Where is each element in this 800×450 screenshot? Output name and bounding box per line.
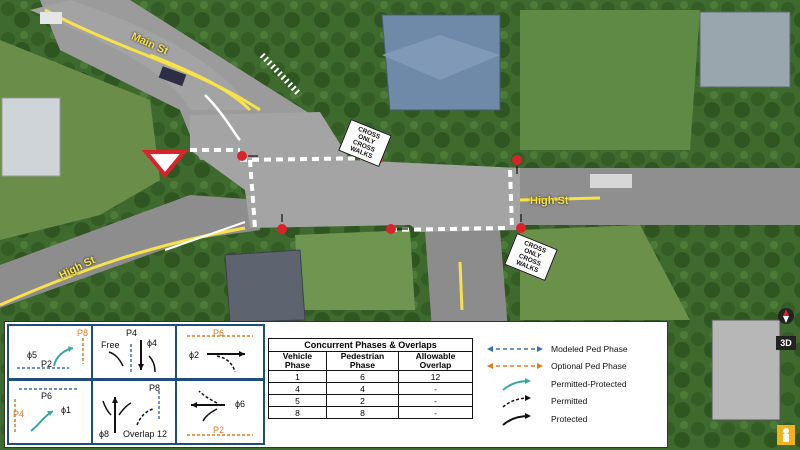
- phase-label: P2: [41, 359, 53, 369]
- street-label-high-st-east: High St: [530, 195, 569, 207]
- legend-curve-arrow-icon: [502, 413, 531, 426]
- table-cell: 6: [325, 370, 399, 383]
- legend-modeled-ped-phase: Modeled Ped Phase: [485, 342, 665, 358]
- table-row: 4 4 -: [268, 382, 474, 395]
- legend-permitted-protected: Permitted-Protected: [485, 377, 665, 393]
- crosswalks: [190, 148, 514, 232]
- table-title: Concurrent Phases & Overlaps: [268, 338, 473, 351]
- phase-label: P6: [41, 391, 53, 401]
- legend-curve-arrow-icon: [502, 378, 531, 391]
- concurrent-phases-table: Concurrent Phases & Overlaps Vehicle Pha…: [268, 338, 474, 419]
- phase-label: Free: [101, 340, 120, 350]
- phase-label: P8: [149, 383, 161, 393]
- legend-label: Optional Ped Phase: [551, 361, 627, 371]
- house-north-roof: [382, 35, 500, 80]
- legend-dashed-double-arrow-icon: [487, 363, 543, 369]
- legend-protected: Protected: [485, 412, 665, 428]
- phase-label: ϕ1: [61, 405, 72, 415]
- lawn-west: [0, 40, 160, 240]
- pegman-icon[interactable]: [777, 425, 795, 445]
- table-cell: 8: [268, 406, 327, 419]
- table-cell: 5: [268, 394, 327, 407]
- phase-movement-icon: [14, 388, 77, 433]
- legend-dashed-curve-arrow-icon: [502, 395, 531, 408]
- phase-label: P6: [213, 328, 225, 338]
- truck-east: [590, 174, 632, 188]
- phase-label: Overlap 12: [123, 429, 168, 439]
- ped-button: [516, 223, 526, 233]
- ped-button: [237, 151, 247, 161]
- lawn-north-east: [520, 10, 700, 150]
- legend-label: Protected: [551, 414, 588, 424]
- table-header: Allowable Overlap: [397, 351, 474, 371]
- view-3d-button[interactable]: 3D: [776, 336, 796, 350]
- phase-movement-icon: [17, 338, 84, 369]
- phase-diagram-phi1: P6 P4 ϕ1: [7, 379, 93, 445]
- table-cell: -: [397, 406, 474, 419]
- legend-label: Permitted: [551, 396, 588, 406]
- phase-diagram-phi6: ϕ6 P2: [175, 379, 265, 445]
- phase-label: ϕ2: [189, 350, 200, 360]
- table-header: Vehicle Phase: [268, 351, 327, 371]
- parked-car-2: [40, 12, 62, 24]
- table-cell: 12: [397, 370, 474, 383]
- legend-optional-ped-phase: Optional Ped Phase: [485, 359, 665, 375]
- table-cell: 2: [325, 394, 399, 407]
- phase-diagram-phi2: P6 ϕ2: [175, 324, 265, 380]
- phasing-panel: ϕ5 P8 P2 Free P4 ϕ4 P6: [4, 321, 668, 448]
- legend-permitted: Permitted: [485, 394, 665, 410]
- phase-label: ϕ5: [27, 350, 38, 360]
- phase-movement-icon: [108, 340, 156, 373]
- ped-button: [512, 155, 522, 165]
- table-cell: 4: [268, 382, 327, 395]
- phase-label: P8: [77, 328, 89, 338]
- building-west: [1, 97, 61, 177]
- phase-diagram-phi5: ϕ5 P8 P2: [7, 324, 93, 380]
- ped-button: [386, 224, 396, 234]
- table-row: 5 2 -: [268, 394, 474, 407]
- phase-label: P2: [213, 425, 225, 435]
- house-northeast: [699, 11, 791, 88]
- yield-sign-icon: [141, 150, 189, 179]
- ped-push-buttons: [237, 151, 526, 234]
- lane-line: [164, 221, 246, 251]
- road-main-curve: [30, 0, 250, 110]
- table-row: 8 8 -: [268, 406, 474, 419]
- road-east: [500, 168, 800, 225]
- phase-movement-icon: [102, 391, 160, 433]
- table-cell: 4: [325, 382, 399, 395]
- legend-dashed-double-arrow-icon: [487, 346, 543, 352]
- table-cell: -: [397, 394, 474, 407]
- phase-label: ϕ8: [99, 429, 110, 439]
- phase-diagram-phi8: P8 ϕ8 Overlap 12: [91, 379, 177, 445]
- phase-movement-icon: [187, 335, 253, 373]
- legend-label: Modeled Ped Phase: [551, 344, 628, 354]
- table-cell: -: [397, 382, 474, 395]
- table-header: Pedestrian Phase: [325, 351, 399, 371]
- legend-label: Permitted-Protected: [551, 379, 627, 389]
- phase-label: P4: [126, 328, 138, 338]
- phase-label: P4: [13, 409, 25, 419]
- phase-label: ϕ6: [235, 399, 246, 409]
- phase-diagram-phi4: Free P4 ϕ4: [91, 324, 177, 380]
- table-row: 1 6 12: [268, 370, 474, 383]
- table-cell: 1: [268, 370, 327, 383]
- compass-icon[interactable]: [777, 305, 795, 327]
- turn-arrow: [204, 94, 241, 141]
- phase-movement-icon: [187, 390, 253, 436]
- road-south: [425, 230, 508, 330]
- phase-label: ϕ4: [147, 338, 158, 348]
- lawn-southeast: [520, 225, 690, 320]
- table-cell: 8: [325, 406, 399, 419]
- intersection-pavement: [190, 112, 520, 232]
- lawn-south: [295, 230, 415, 310]
- crosswalk-north-hatch: [259, 52, 303, 98]
- parked-car: [158, 66, 187, 87]
- house-south: [224, 249, 306, 323]
- building-southeast: [711, 319, 781, 421]
- ped-button: [277, 224, 287, 234]
